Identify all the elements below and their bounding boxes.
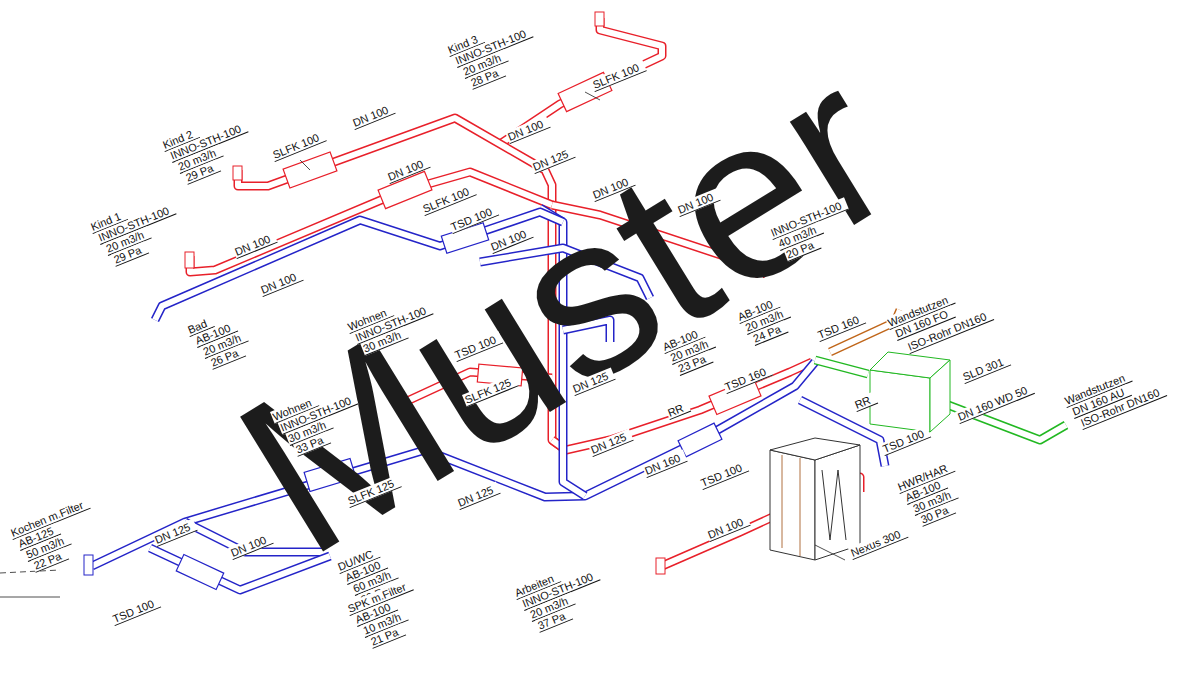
callout-label: TSD 100 (880, 425, 932, 456)
sld-silencer-box (870, 352, 950, 432)
callout-group: TSD 100 (698, 459, 750, 490)
air-terminal (656, 558, 665, 574)
callout-group: DN 125 (530, 145, 576, 174)
silencer (176, 555, 223, 590)
callout-label: SLD 301 (960, 353, 1011, 384)
callout-label: DN 125 (530, 145, 576, 174)
silencer (283, 152, 337, 188)
callout-group: BadAB-10020 m3/h26 Pa (185, 305, 253, 373)
callout-group: Kind 2INNO-STH-10020 m3/h29 Pa (160, 108, 258, 188)
silencer (678, 423, 722, 457)
callout-label: DN 125 (588, 428, 634, 457)
callout-group: DN 125 (588, 428, 634, 457)
duct-core (815, 360, 868, 374)
air-terminal (84, 555, 93, 575)
air-terminal (185, 252, 194, 268)
callout-label: TSD 100 (698, 459, 750, 490)
air-terminal (233, 166, 242, 180)
callout-group: ArbeitenINNO-STH-10020 m3/h37 Pa (512, 556, 610, 636)
callout-label: TSD 100 (110, 595, 162, 626)
callout-group: TSD 100 (110, 595, 162, 626)
callout-group: HWR/HARAB-10030 m3/h30 Pa (895, 460, 970, 531)
callout-group: DN 100 (350, 101, 396, 130)
callout-group: DN 160 WD 50 (955, 382, 1035, 424)
callout-label: DN 100 (505, 115, 551, 144)
callout-group: Kind 1INNO-STH-10020 m3/h29 Pa (88, 190, 186, 270)
ventilation-unit (770, 438, 860, 560)
callout-group: TSD 100 (880, 425, 932, 456)
callout-label: DN 160 WD 50 (955, 382, 1035, 424)
callout-label: DN 100 (350, 101, 396, 130)
callout-group: DN 100 (258, 268, 304, 297)
callout-group: DN 100 (505, 115, 551, 144)
callout-label: DN 100 (258, 268, 304, 297)
callout-label: SLFK 100 (590, 59, 647, 92)
air-terminal (595, 12, 604, 26)
exhaust-air-duct (815, 360, 868, 374)
callout-group: SLFK 100 (590, 59, 647, 92)
callout-group: Kind 3INNO-STH-10020 m3/h28 Pa (445, 13, 543, 93)
callout-group: SLD 301 (960, 353, 1011, 384)
